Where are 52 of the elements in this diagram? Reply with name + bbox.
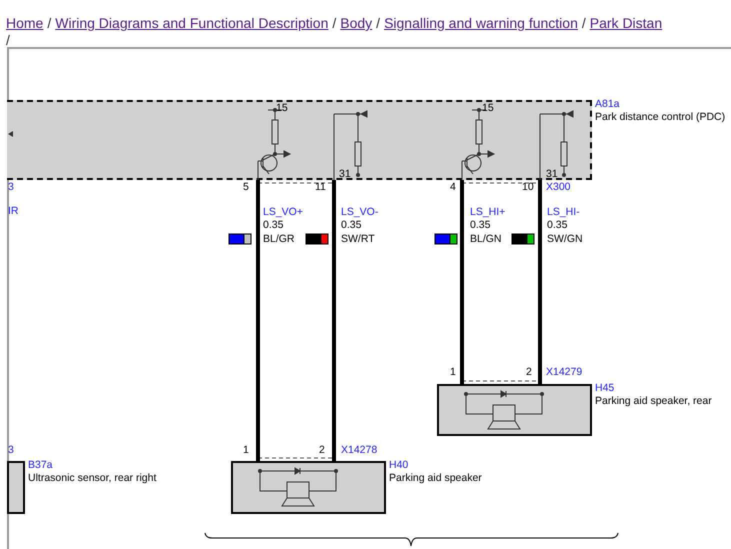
pin-label: 0.35 xyxy=(341,219,362,232)
pin-label: BL/GN xyxy=(470,233,502,246)
pin-label: 2 xyxy=(526,366,532,379)
connector-code: X14279 xyxy=(546,366,582,379)
pin-label: 2 xyxy=(319,444,325,457)
component-code: A81a xyxy=(595,98,621,111)
component-code: H45 xyxy=(595,382,616,395)
pin-label: 10 xyxy=(522,181,534,194)
breadcrumb-link: Signalling and warning function xyxy=(384,15,578,32)
pin-label: 0.35 xyxy=(547,219,568,232)
breadcrumb-separator: / xyxy=(332,15,336,32)
component-name: Parking aid speaker xyxy=(389,472,482,485)
pin-label: SW/RT xyxy=(341,233,375,246)
pin-label: 1 xyxy=(243,444,249,457)
wire xyxy=(332,180,336,461)
breadcrumb-separator: / xyxy=(376,15,380,32)
wire xyxy=(538,180,542,384)
signal-name: LS_VO+ xyxy=(263,206,303,219)
component-code: B37a xyxy=(28,459,54,472)
signal-name: LS_VO- xyxy=(341,206,378,219)
breadcrumb-link: Home xyxy=(6,15,44,32)
wire xyxy=(460,180,464,384)
signal-name: LS_HI- xyxy=(547,206,580,219)
breadcrumb-link: Park Distan xyxy=(590,15,662,32)
breadcrumb-link: Wiring Diagrams and Functional Description xyxy=(55,15,328,32)
connector-code: 3 xyxy=(8,444,14,457)
pin-label: 31 xyxy=(546,168,558,181)
pin-label: 1 xyxy=(450,366,456,379)
pin-label: 4 xyxy=(450,181,456,194)
component-code: H40 xyxy=(389,459,410,472)
breadcrumb-separator: / xyxy=(582,15,586,32)
wire xyxy=(256,180,260,461)
pin-label: 5 xyxy=(243,181,249,194)
signal-name: LS_HI+ xyxy=(470,206,506,219)
pin-label: 15 xyxy=(276,102,288,115)
component-name: Park distance control (PDC) xyxy=(595,111,726,124)
pin-label: 31 xyxy=(339,168,351,181)
pin-label: 0.35 xyxy=(470,219,490,232)
component-name: Ultrasonic sensor, rear right xyxy=(28,472,156,485)
connector-code: 3 xyxy=(8,181,14,194)
component-name: Parking aid speaker, rear xyxy=(595,395,712,408)
pin-label: 15 xyxy=(482,102,494,115)
breadcrumb-link: Body xyxy=(340,15,372,32)
pin-label: 0.35 xyxy=(263,219,284,232)
pin-label: BL/GR xyxy=(263,233,295,246)
connector-code: IR xyxy=(8,205,18,218)
pin-label: SW/GN xyxy=(547,233,583,246)
pin-label: 11 xyxy=(315,181,326,194)
connector-code: X300 xyxy=(546,181,571,194)
breadcrumb-separator: / xyxy=(47,15,52,32)
breadcrumb-separator: / xyxy=(6,32,10,48)
connector-code: X14278 xyxy=(341,444,378,457)
